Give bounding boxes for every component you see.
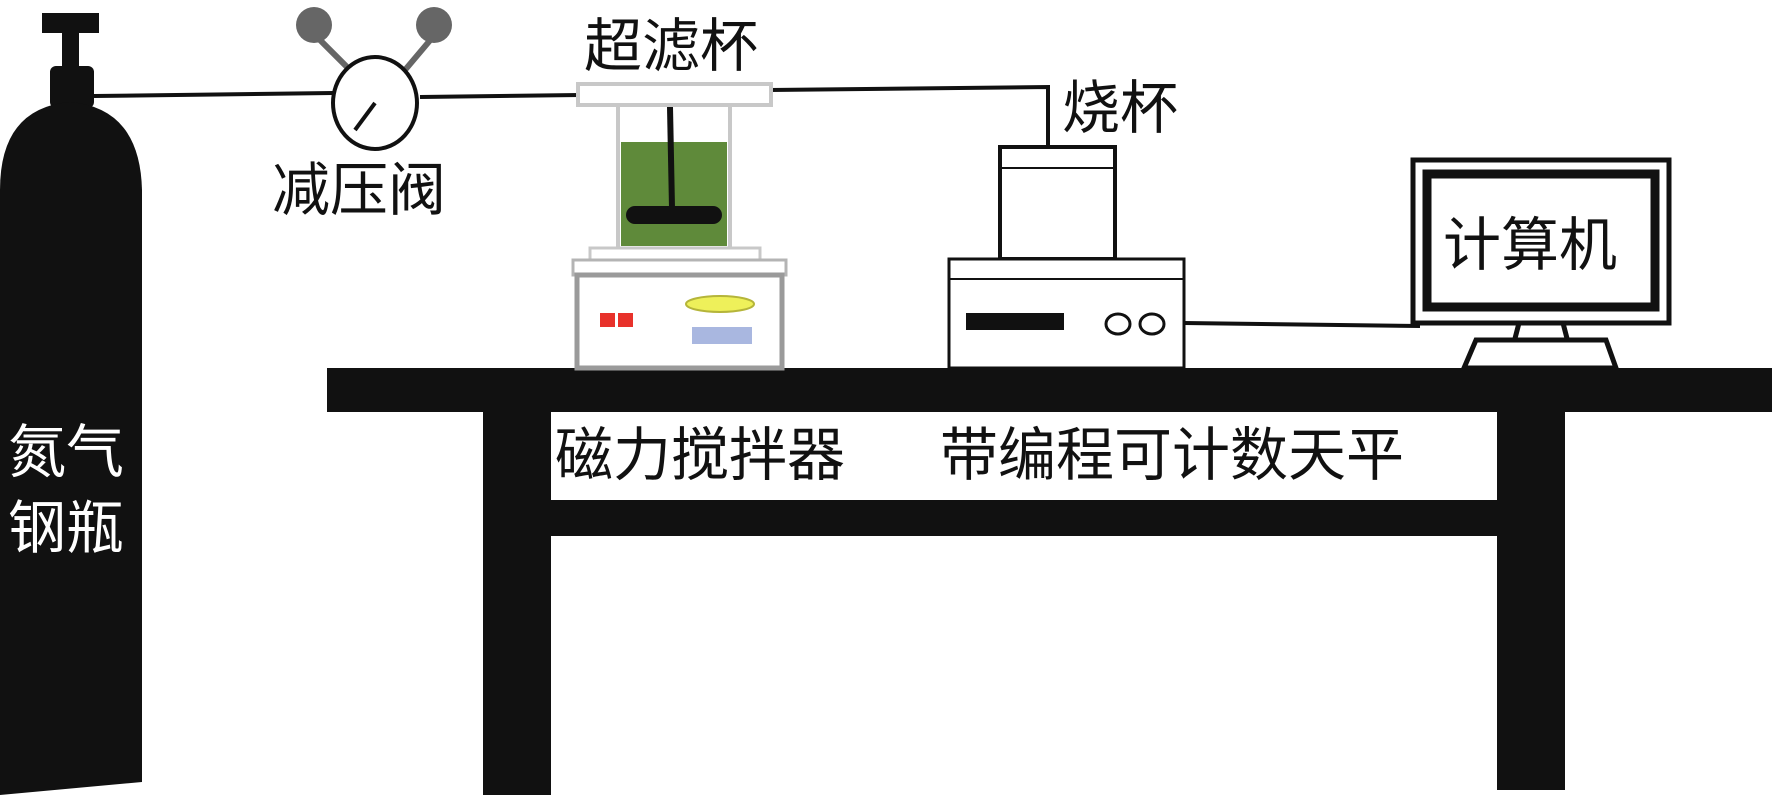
label-cylinder-line2: 钢瓶 bbox=[8, 494, 124, 562]
label-balance: 带编程可计数天平 bbox=[940, 421, 1404, 489]
pipe-cylinder-valve bbox=[93, 91, 334, 98]
balance-display bbox=[966, 313, 1064, 330]
label-valve: 减压阀 bbox=[272, 156, 446, 224]
gas-cylinder-icon: 氮气 钢瓶 bbox=[0, 13, 142, 795]
pipe-valve-cup bbox=[419, 93, 581, 99]
stir-shaft bbox=[667, 106, 675, 209]
stirrer-indicator-yellow bbox=[685, 295, 755, 313]
cup-base bbox=[588, 246, 762, 262]
balance-button-1 bbox=[1104, 312, 1132, 336]
balance-icon: 烧杯 bbox=[947, 74, 1186, 370]
label-beaker: 烧杯 bbox=[1062, 74, 1178, 142]
monitor-base bbox=[1460, 337, 1620, 371]
table-crossbar bbox=[551, 500, 1497, 536]
cup-lid bbox=[576, 82, 773, 107]
label-cylinder-line1: 氮气 bbox=[8, 418, 124, 486]
label-stirrer: 磁力搅拌器 bbox=[555, 421, 845, 489]
monitor-screen bbox=[1422, 169, 1660, 312]
table: 磁力搅拌器 带编程可计数天平 bbox=[327, 368, 1772, 795]
stirrer-display-red-1 bbox=[600, 313, 615, 327]
monitor-icon: 计算机 bbox=[1410, 157, 1672, 371]
stirrer-display-red-2 bbox=[618, 313, 633, 327]
beaker bbox=[998, 145, 1117, 261]
table-leg-left bbox=[483, 412, 551, 795]
label-ultrafiltration-cup: 超滤杯 bbox=[584, 12, 758, 80]
pressure-gauge-icon: 减压阀 bbox=[272, 7, 452, 224]
label-computer: 计算机 bbox=[1443, 211, 1617, 279]
stirrer-panel-blue bbox=[692, 327, 752, 344]
table-top bbox=[327, 368, 1772, 412]
stirrer-icon: 超滤杯 bbox=[571, 12, 788, 371]
stir-paddle bbox=[626, 206, 722, 224]
table-leg-right bbox=[1497, 412, 1565, 790]
cable-balance-computer bbox=[1183, 321, 1421, 328]
balance-button-2 bbox=[1138, 312, 1166, 336]
